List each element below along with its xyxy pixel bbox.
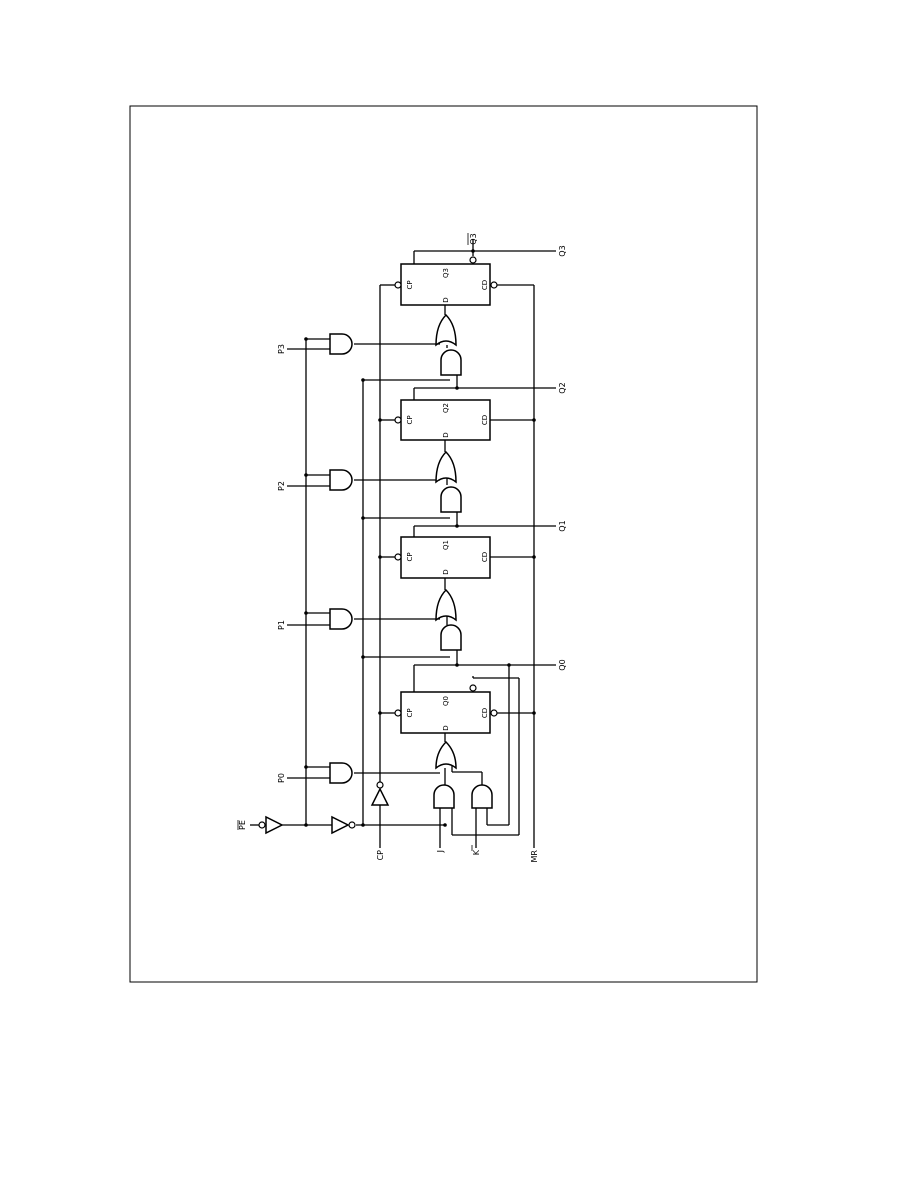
or-gate-stage1	[435, 588, 457, 622]
label-mr: MR	[530, 850, 539, 863]
pe-input-buffer	[258, 815, 284, 835]
flipflop-1: CP Q1 D CD	[394, 536, 491, 579]
flipflop-0: CP Q0 D CD	[394, 684, 498, 734]
label-q0: Q0	[558, 659, 567, 670]
and-gate-k	[471, 784, 493, 809]
label-j: J	[436, 850, 445, 853]
signal-labels: PE CP J K MR P0 P1 P2 P3 Q0 Q1 Q2 Q3 Q3	[237, 233, 567, 863]
and-gate-p3	[329, 333, 353, 355]
ff1-q-label: Q1	[442, 540, 450, 550]
and-gate-stage2	[440, 486, 462, 513]
ff2-cp-label: CP	[406, 415, 414, 424]
ff2-d-label: D	[442, 432, 450, 437]
ff3-cp-label: CP	[406, 280, 414, 289]
or-gate-stage0	[435, 740, 457, 770]
label-p0: P0	[277, 773, 286, 783]
label-k-bar: K	[472, 849, 481, 855]
label-q1: Q1	[558, 520, 567, 531]
ff0-d-label: D	[442, 725, 450, 730]
wires	[250, 239, 556, 848]
frame-border	[129, 105, 758, 983]
ff1-cp-label: CP	[406, 552, 414, 561]
ff3-d-label: D	[442, 297, 450, 302]
junction-dots	[304, 249, 536, 827]
ff0-cd-label: CD	[481, 708, 489, 718]
label-p1: P1	[277, 620, 286, 630]
pe-inverter	[331, 815, 356, 835]
ff0-cp-label: CP	[406, 708, 414, 717]
label-q2: Q2	[558, 382, 567, 393]
ff3-cd-label: CD	[481, 280, 489, 290]
label-p2: P2	[277, 481, 286, 491]
label-q3-bar: Q3	[469, 233, 478, 244]
cp-inverter	[370, 781, 390, 806]
ff2-cd-label: CD	[481, 415, 489, 425]
ff2-q-label: Q2	[442, 403, 450, 413]
label-p3: P3	[277, 344, 286, 354]
ff3-q-label: Q3	[442, 268, 450, 278]
label-pe: PE	[238, 820, 247, 830]
ff0-q-label: Q0	[442, 696, 450, 706]
and-gate-j	[433, 784, 455, 809]
ff1-d-label: D	[442, 569, 450, 574]
and-gate-p2	[329, 469, 353, 491]
and-gate-p0	[329, 762, 353, 784]
and-gate-stage3	[440, 349, 462, 376]
label-cp: CP	[376, 850, 385, 861]
or-gate-stage2	[435, 450, 457, 484]
ff1-cd-label: CD	[481, 552, 489, 562]
or-gate-stage3	[435, 313, 457, 347]
label-q3: Q3	[558, 245, 567, 256]
and-gate-p1	[329, 608, 353, 630]
and-gate-stage1	[440, 624, 462, 651]
flipflop-2: CP Q2 D CD	[394, 399, 491, 441]
flipflop-3: CP Q3 D CD	[394, 256, 498, 306]
